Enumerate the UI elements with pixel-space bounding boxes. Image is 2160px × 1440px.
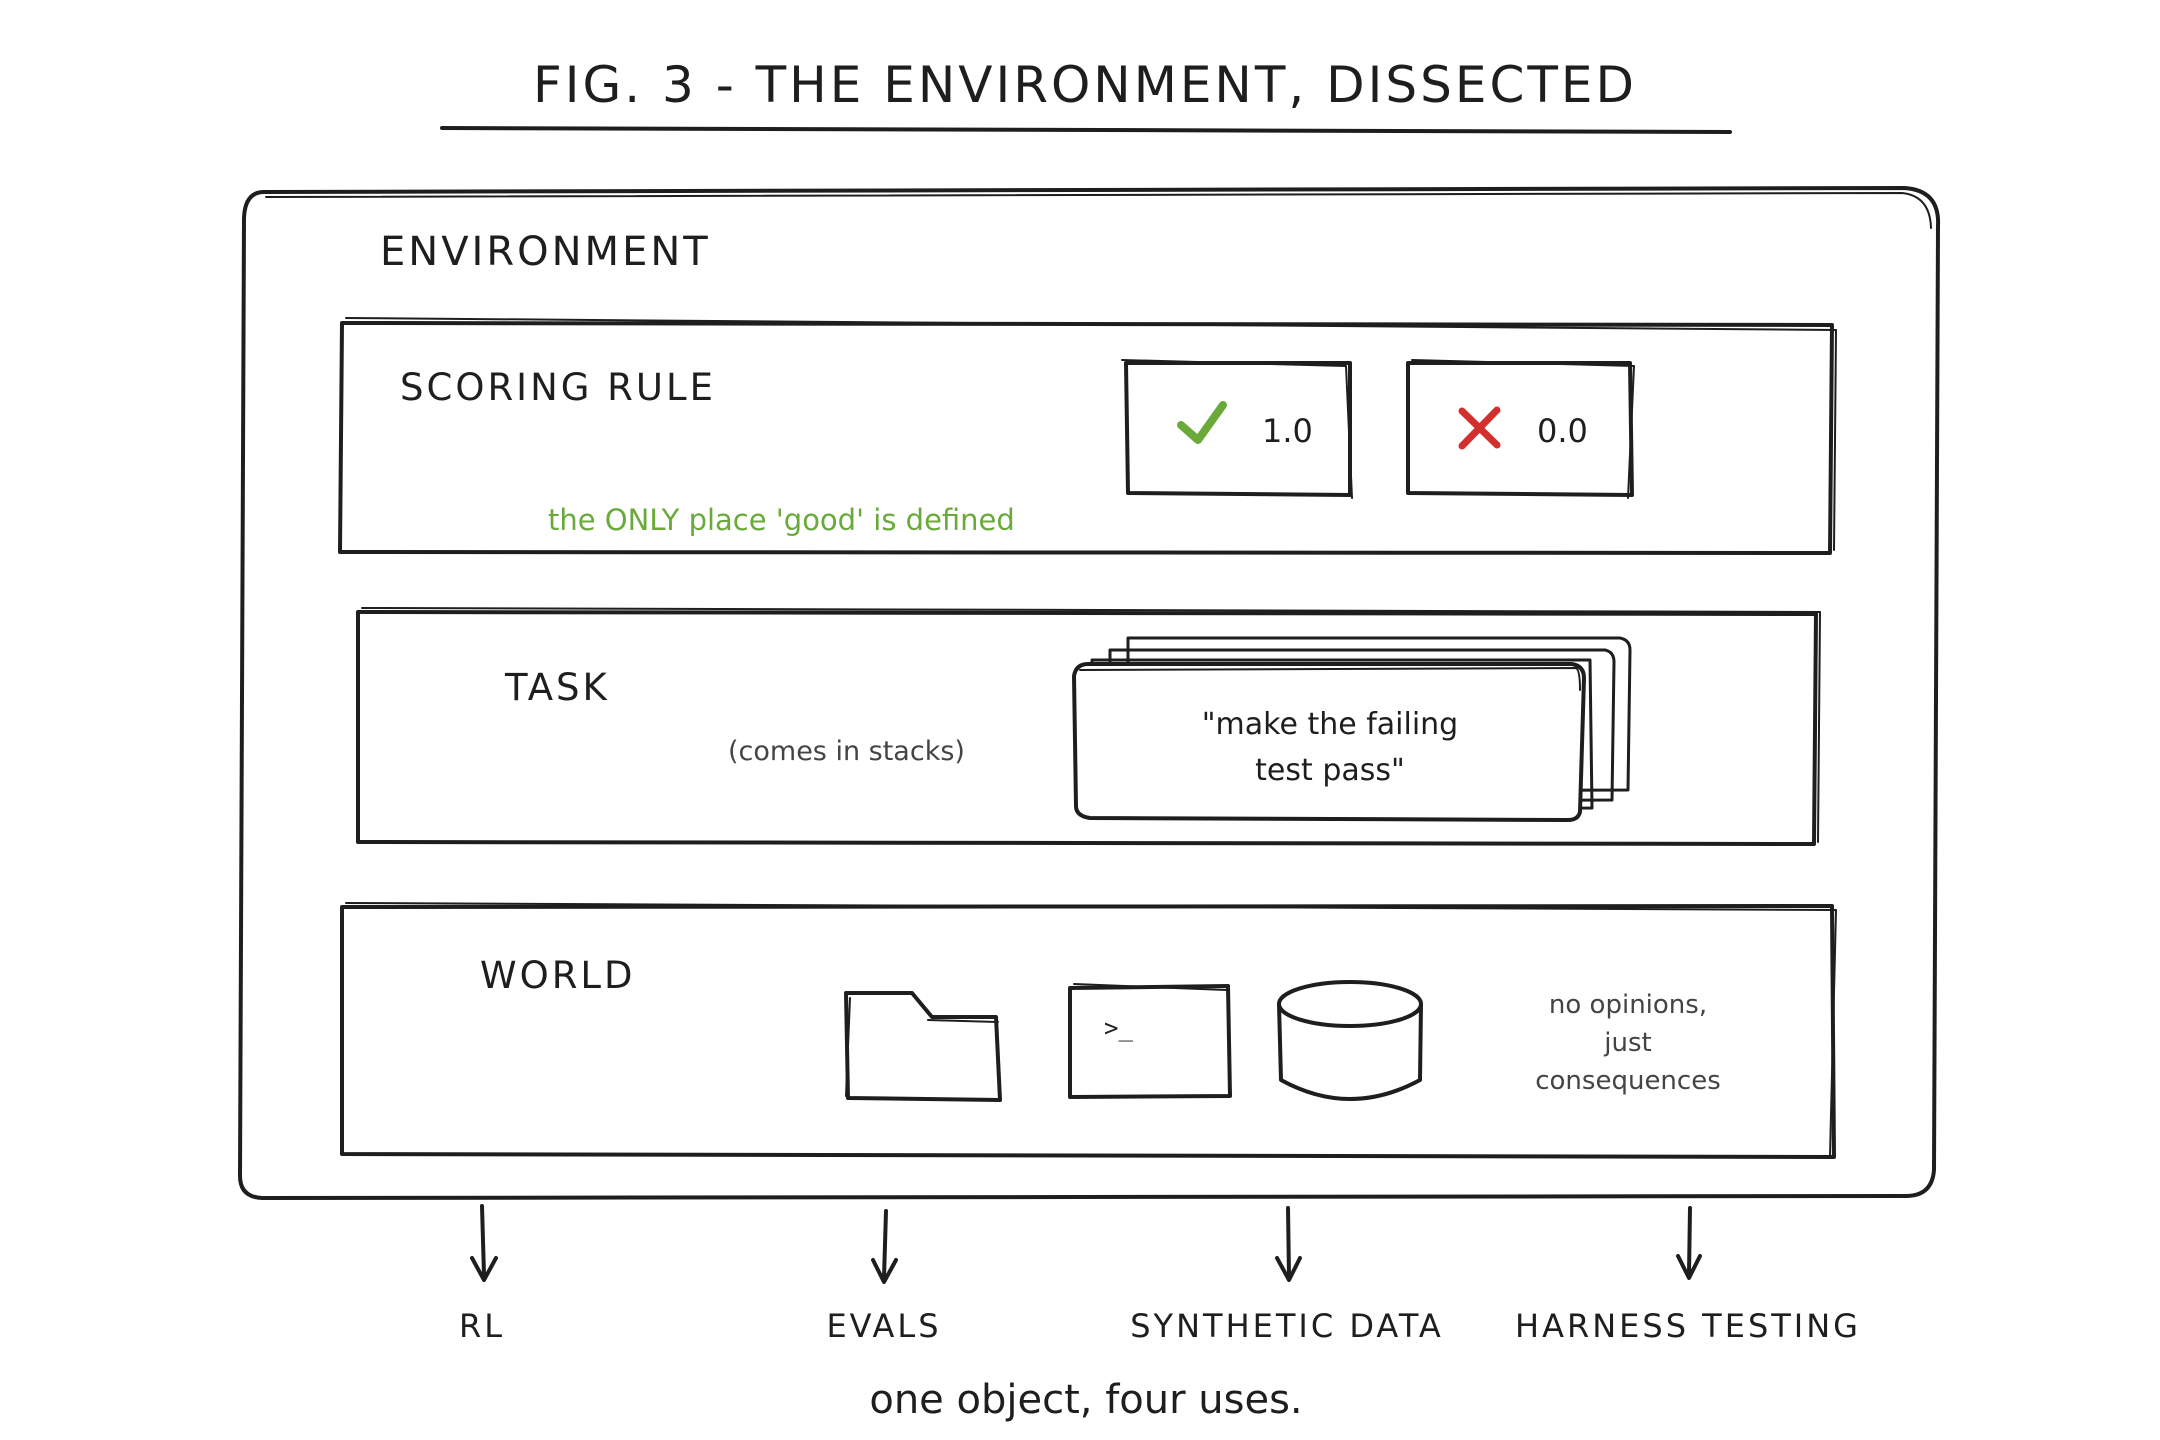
figure-caption: one object, four uses. [869, 1377, 1302, 1423]
fail-score-value: 0.0 [1537, 412, 1588, 450]
task-note: (comes in stacks) [728, 736, 965, 767]
task-card-text-line1: "make the failing [1202, 707, 1458, 742]
cross-icon [1458, 406, 1501, 450]
arrow-synthetic-data [1275, 1206, 1302, 1282]
world-note-line1: no opinions, [1549, 990, 1707, 1020]
database-icon [1277, 980, 1423, 1101]
task-label: TASK [504, 666, 610, 709]
figure-title: FIG. 3 - THE ENVIRONMENT, DISSECTED [533, 56, 1637, 114]
scoring-rule-box [338, 317, 1837, 555]
task-card-text-line2: test pass" [1255, 753, 1405, 788]
scoring-rule-label: SCORING RULE [400, 366, 716, 409]
environment-box [238, 186, 1941, 1200]
task-box [356, 607, 1821, 846]
use-label-synthetic-data: SYNTHETIC DATA [1130, 1307, 1444, 1345]
world-note-line2: just [1603, 1028, 1651, 1058]
terminal-prompt: >_ [1104, 1014, 1133, 1042]
use-label-rl: RL [459, 1307, 505, 1345]
task-card [1072, 662, 1586, 822]
fail-score-box [1406, 359, 1635, 499]
use-label-evals: EVALS [826, 1307, 941, 1345]
pass-score-value: 1.0 [1262, 412, 1313, 450]
environment-label: ENVIRONMENT [380, 229, 711, 275]
arrow-harness-testing [1676, 1206, 1702, 1280]
world-label: WORLD [480, 954, 636, 997]
title-underline [440, 126, 1732, 134]
scoring-rule-note: the ONLY place 'good' is defined [548, 503, 1015, 537]
folder-icon [844, 991, 1002, 1102]
world-box [340, 902, 1837, 1159]
world-note-line3: consequences [1535, 1066, 1721, 1096]
check-icon [1177, 401, 1227, 444]
use-label-harness-testing: HARNESS TESTING [1515, 1307, 1861, 1345]
pass-score-box [1121, 359, 1353, 499]
arrow-evals [871, 1209, 898, 1284]
arrow-rl [470, 1204, 498, 1282]
terminal-icon [1068, 983, 1232, 1099]
